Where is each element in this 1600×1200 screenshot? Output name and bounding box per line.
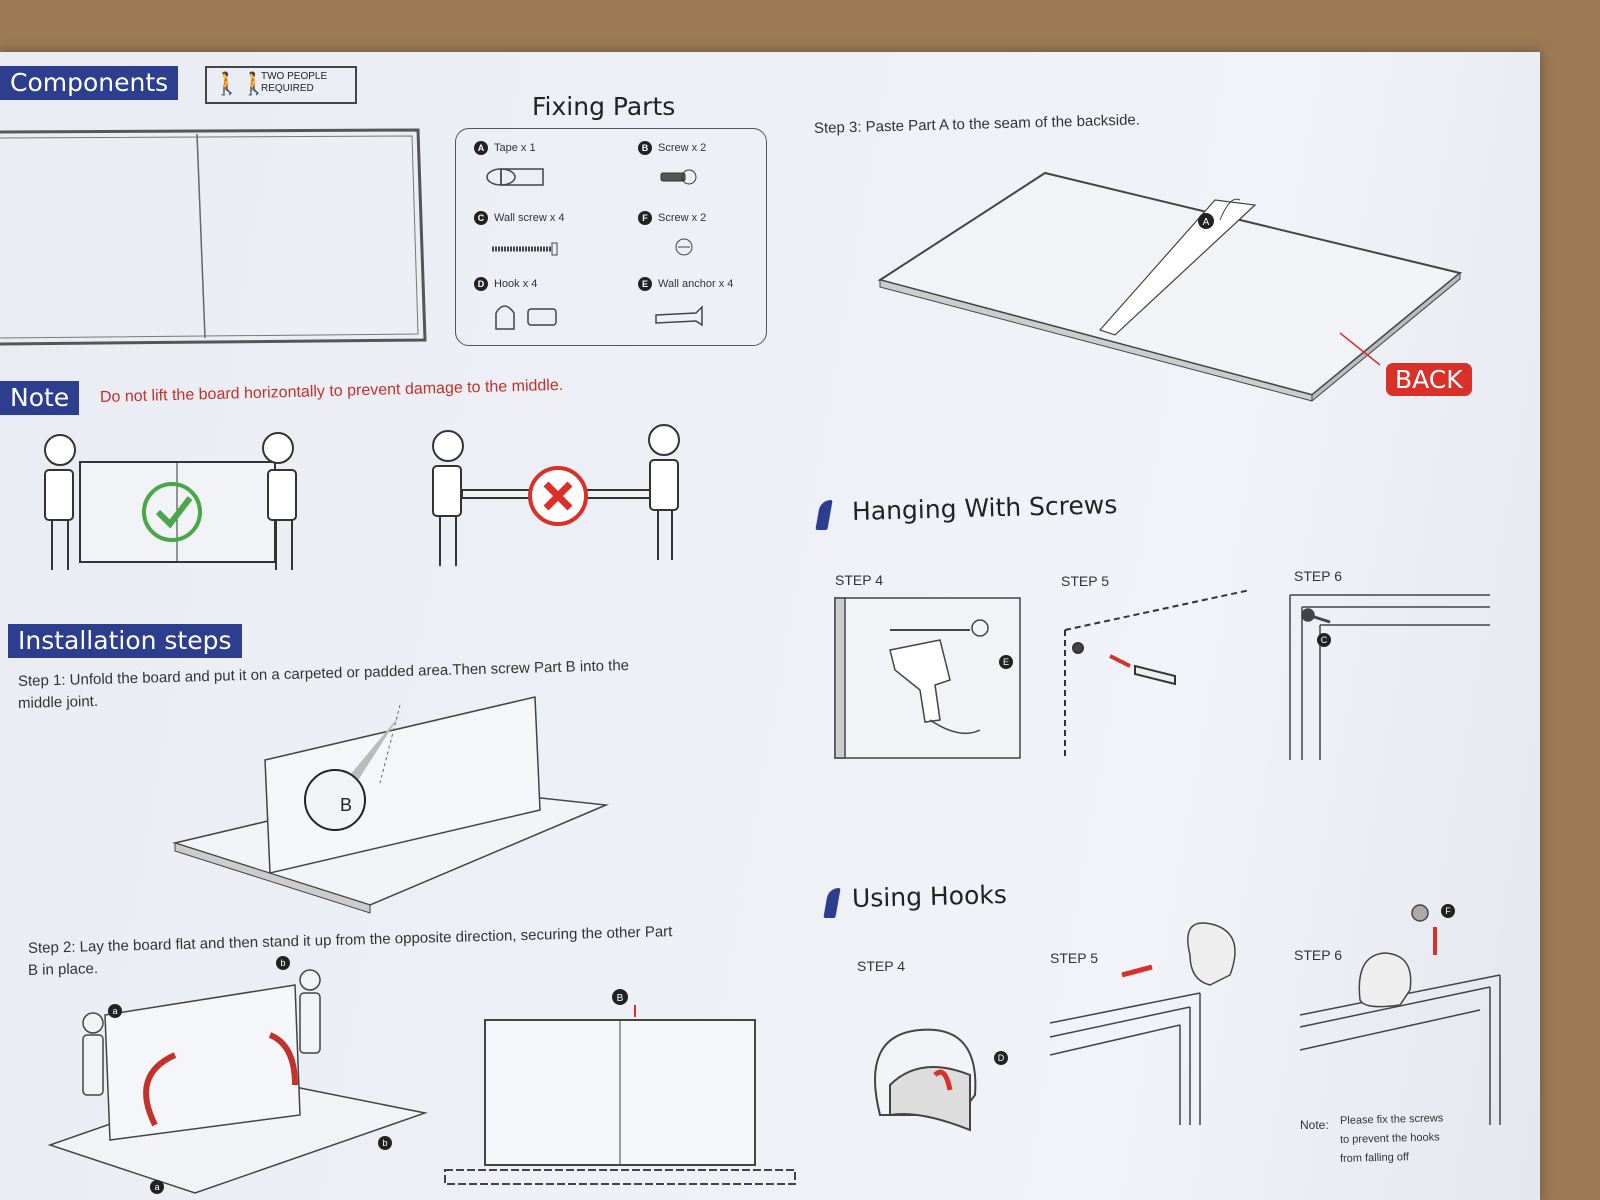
step2-part-badge: B <box>617 993 624 1004</box>
cross-icon <box>528 466 588 526</box>
anchor-insert-step <box>1064 589 1251 760</box>
hooks-f-badge: F <box>1445 906 1451 916</box>
components-banner: Components <box>0 66 179 100</box>
back-label: BACK <box>1386 363 1472 396</box>
hook-screw-step <box>1299 904 1501 1125</box>
hooks-step5-label: STEP 5 <box>1050 950 1098 966</box>
lifting-illustration <box>44 424 680 570</box>
hooks-step6-label: STEP 6 <box>1294 947 1342 963</box>
svg-text:b: b <box>382 1138 387 1148</box>
two-people-badge: 🚶🚶 TWO PEOPLE REQUIRED <box>205 66 357 104</box>
wall-screw-icon <box>492 242 558 256</box>
note-banner: Note <box>0 381 80 415</box>
drill-wall-step <box>834 597 1021 759</box>
step2-upright-board <box>444 1019 796 1185</box>
hook-icon <box>495 305 557 330</box>
two-people-text: TWO PEOPLE REQUIRED <box>261 71 328 94</box>
components-board-illustration <box>0 128 427 346</box>
screw-b-icon <box>660 169 697 185</box>
correct-lift <box>44 432 297 570</box>
hanging-step4-label: STEP 4 <box>835 572 883 588</box>
hook-slide-step <box>1049 922 1236 1125</box>
step3-badge: A <box>1203 217 1210 228</box>
step2-flip-board <box>47 969 428 1194</box>
svg-text:a: a <box>154 1182 159 1192</box>
installation-banner: Installation steps <box>8 624 242 658</box>
hooks-steps-illustration: D F <box>874 904 1501 1132</box>
hanging-step6-label: STEP 6 <box>1294 568 1342 584</box>
step1-board-illustration: B <box>172 696 609 914</box>
two-people-icon: 🚶🚶 <box>213 71 268 96</box>
hanging-e-badge: E <box>1003 657 1009 667</box>
fixing-parts-icons <box>486 168 703 330</box>
hooks-note-line3: from falling off <box>1339 1151 1410 1165</box>
svg-text:b: b <box>280 958 285 968</box>
step2-badges: a b b a <box>108 956 392 1194</box>
step1-text-cont: middle joint. <box>17 692 99 712</box>
hooks-note-label: Note: <box>1300 1118 1329 1132</box>
hooks-step4-label: STEP 4 <box>857 958 905 974</box>
tape-roll-icon <box>486 168 544 186</box>
screw-f-icon <box>675 238 693 256</box>
hanging-steps-illustration: E C <box>834 589 1490 760</box>
check-icon <box>142 482 202 542</box>
step3-board-back-illustration: A <box>877 171 1463 403</box>
hanging-c-badge: C <box>1321 635 1328 645</box>
hanging-step5-label: STEP 5 <box>1061 573 1109 589</box>
fixing-parts-title: Fixing Parts <box>532 92 676 121</box>
step1-badge: B <box>340 795 352 815</box>
hook-detail <box>874 1028 977 1132</box>
screw-fix-step <box>1289 594 1490 760</box>
wall-anchor-icon <box>655 305 703 327</box>
hooks-d-badge: D <box>998 1053 1005 1063</box>
hooks-title: Using Hooks <box>851 879 1008 913</box>
svg-text:a: a <box>112 1006 117 1016</box>
step2-illustration: a b b a B <box>47 956 796 1194</box>
